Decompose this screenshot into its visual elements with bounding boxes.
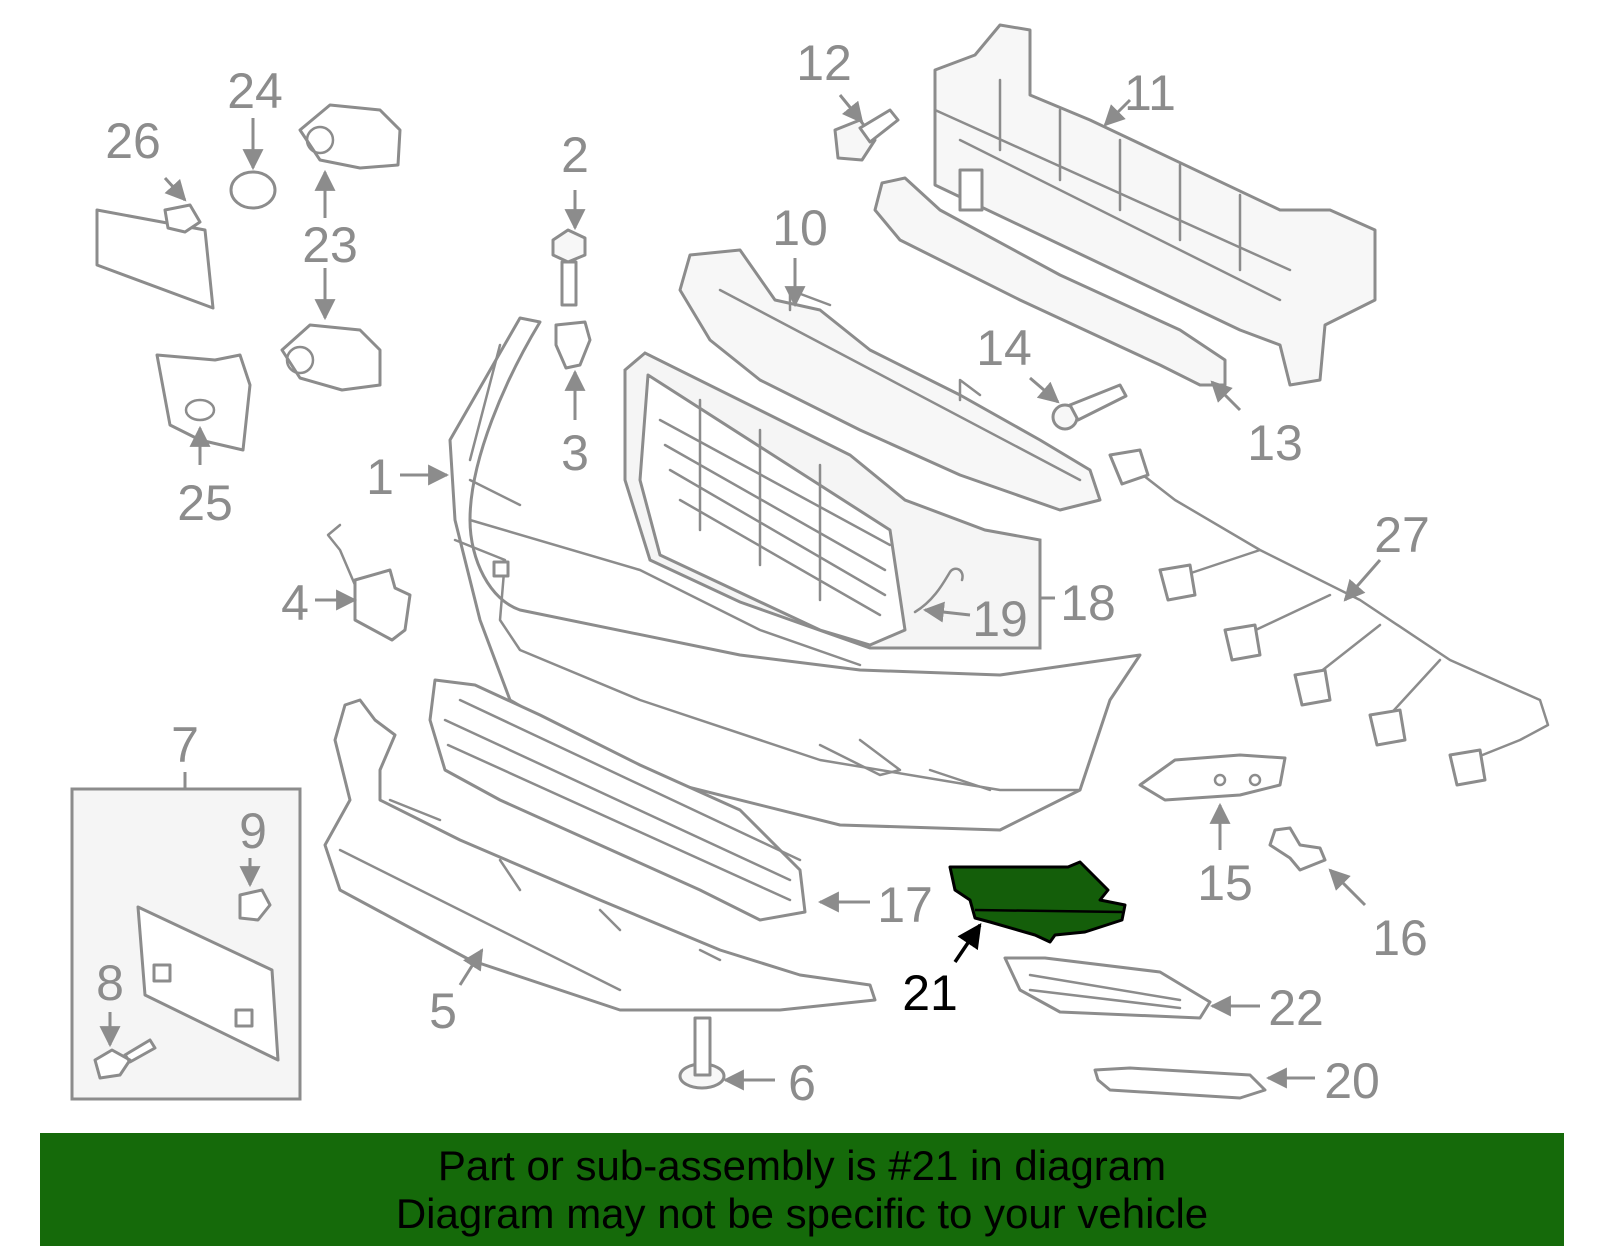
reinforcement-bar-part (933, 23, 1377, 387)
callout-23: 23 (302, 217, 358, 273)
trim-strip-20-part (1093, 1066, 1267, 1100)
sensor-bracket-4-part (326, 523, 412, 642)
part-info-banner: Part or sub-assembly is #21 in diagram D… (40, 1133, 1564, 1246)
callout-17: 17 (877, 877, 933, 933)
bolt-14-part (1051, 383, 1128, 431)
callout-13: 13 (1247, 415, 1303, 471)
callout-11: 11 (1124, 65, 1176, 121)
callout-4: 4 (281, 575, 309, 631)
callout-6: 6 (788, 1055, 816, 1111)
callout-15: 15 (1197, 855, 1253, 911)
callout-7: 7 (171, 717, 199, 773)
sensor-grommet-part (229, 170, 277, 210)
leader-11 (1103, 98, 1132, 127)
grille-trim-22-part (1003, 956, 1212, 1020)
callout-12: 12 (796, 35, 852, 91)
callout-1: 1 (366, 449, 394, 505)
callout-27: 27 (1374, 507, 1430, 563)
bolt-2-part (551, 228, 587, 307)
callout-22: 22 (1268, 980, 1324, 1036)
lower-grille-part (428, 678, 807, 922)
bumper-cover-part (448, 316, 1142, 832)
leader-26 (163, 176, 187, 202)
leader-13 (1210, 380, 1242, 412)
leader-27 (1343, 559, 1382, 602)
callout-24: 24 (227, 63, 283, 119)
sensor-bracket-26-part (95, 203, 215, 310)
leader-21 (953, 922, 982, 963)
banner-line-part: Part or sub-assembly is #21 in diagram (437, 1141, 1167, 1189)
bolt-12-part (833, 108, 900, 162)
leader-16 (1328, 868, 1367, 907)
park-sensor-lower-part (280, 323, 382, 392)
callout-5: 5 (429, 983, 457, 1039)
highlighted-part-21[interactable] (948, 860, 1127, 944)
banner-line-disclaimer: Diagram may not be specific to your vehi… (395, 1189, 1209, 1237)
callout-2: 2 (561, 127, 589, 183)
sensor-bracket-25-part (155, 353, 252, 452)
callout-20: 20 (1324, 1053, 1380, 1109)
callout-26: 26 (105, 113, 161, 169)
bolt-16-part (1268, 826, 1327, 872)
leader-14 (1029, 376, 1060, 404)
grille-assembly-part (623, 351, 1042, 650)
park-sensor-upper-part (298, 103, 402, 170)
callout-10: 10 (772, 200, 828, 256)
callout-18: 18 (1060, 575, 1116, 631)
wiring-harness-part (1108, 448, 1550, 787)
callout-25: 25 (177, 475, 233, 531)
callout-21: 21 (902, 965, 958, 1021)
license-bracket-kit-part (70, 787, 302, 1101)
lower-spoiler-part (323, 698, 877, 1012)
callout-9: 9 (239, 803, 267, 859)
leader-19 (922, 601, 971, 623)
leader-5 (458, 948, 484, 986)
callout-3: 3 (561, 425, 589, 481)
callout-8: 8 (96, 955, 124, 1011)
screw-6-part (678, 1016, 726, 1090)
clip-nut-part (554, 320, 592, 370)
callout-19: 19 (972, 591, 1028, 647)
fog-lamp-cover-part (1138, 753, 1287, 802)
callout-16: 16 (1372, 910, 1428, 966)
leader-12 (838, 94, 864, 124)
callout-14: 14 (976, 320, 1032, 376)
